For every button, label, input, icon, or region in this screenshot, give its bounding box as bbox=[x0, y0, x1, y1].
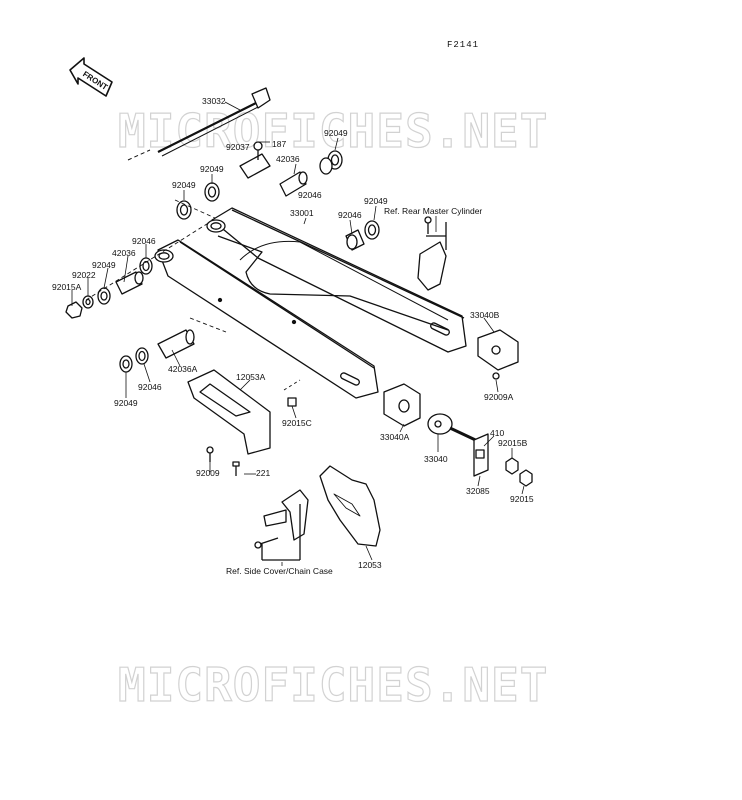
seal-92049-bot bbox=[119, 355, 133, 373]
watermark-top: MICROFICHES.NET bbox=[117, 104, 549, 158]
label-32085: 32085 bbox=[466, 486, 490, 496]
label-92046-top: 92046 bbox=[298, 190, 322, 200]
bushing-92046-mid bbox=[345, 229, 365, 251]
bushing-92046-left bbox=[139, 257, 153, 275]
seal-92049-mid bbox=[364, 220, 380, 240]
chain-guide-12053A bbox=[187, 369, 271, 455]
label-92037: 92037 bbox=[226, 142, 250, 152]
nut-92015B bbox=[505, 457, 519, 475]
chain-case-12053 bbox=[319, 465, 381, 547]
adjuster-block-33040B bbox=[477, 329, 519, 371]
label-33032: 33032 bbox=[202, 96, 226, 106]
label-92049-top: 92049 bbox=[324, 128, 348, 138]
label-92049-bot: 92049 bbox=[114, 398, 138, 408]
label-410: 410 bbox=[490, 428, 505, 438]
label-92015: 92015 bbox=[510, 494, 534, 504]
label-12053: 12053 bbox=[358, 560, 382, 570]
label-92046-bot: 92046 bbox=[138, 382, 162, 392]
label-187: 187 bbox=[272, 139, 287, 149]
label-33040B: 33040B bbox=[470, 310, 500, 320]
seal-92049-a bbox=[204, 182, 220, 202]
bushing-92046-top bbox=[319, 157, 333, 175]
label-92049-mid: 92049 bbox=[364, 196, 388, 206]
label-42036-top: 42036 bbox=[276, 154, 300, 164]
axle-33032 bbox=[127, 87, 271, 161]
washer-92022 bbox=[82, 295, 94, 309]
label-ref-side-cover-chain-case: Ref. Side Cover/Chain Case bbox=[226, 566, 333, 576]
label-12053A: 12053A bbox=[236, 372, 266, 382]
label-92022: 92022 bbox=[72, 270, 96, 280]
grease-fitting-92037 bbox=[239, 141, 271, 179]
bracket-ref-rear-master-cylinder bbox=[417, 216, 447, 291]
label-92049-left: 92049 bbox=[92, 260, 116, 270]
screw-221 bbox=[232, 461, 240, 476]
figure-number: F2141 bbox=[447, 40, 480, 50]
collar-42036A bbox=[157, 329, 195, 359]
bushing-92046-bot bbox=[135, 347, 149, 365]
label-92046-left: 92046 bbox=[132, 236, 156, 246]
bolt-92015C bbox=[287, 397, 297, 407]
collar-42036-top bbox=[279, 171, 308, 197]
label-92015B: 92015B bbox=[498, 438, 528, 448]
label-33001: 33001 bbox=[290, 208, 314, 218]
label-92015C: 92015C bbox=[282, 418, 312, 428]
bracket-ref-side-cover-chain-case bbox=[254, 489, 309, 561]
label-221: 221 bbox=[256, 468, 271, 478]
nut-92015A bbox=[65, 301, 83, 319]
label-33040A: 33040A bbox=[380, 432, 410, 442]
label-42036A: 42036A bbox=[168, 364, 198, 374]
adjuster-block-33040A bbox=[383, 383, 421, 427]
front-arrow-icon: FRONT bbox=[69, 57, 113, 97]
seal-92049-b bbox=[176, 200, 192, 220]
label-92009A: 92009A bbox=[484, 392, 514, 402]
label-33040: 33040 bbox=[424, 454, 448, 464]
seal-92049-left bbox=[97, 287, 111, 305]
label-92049-a: 92049 bbox=[200, 164, 224, 174]
label-42036-left: 42036 bbox=[112, 248, 136, 258]
block-32085 bbox=[473, 433, 489, 477]
watermark-bottom: MICROFICHES.NET bbox=[117, 658, 549, 712]
label-92015A: 92015A bbox=[52, 282, 82, 292]
label-92049-b: 92049 bbox=[172, 180, 196, 190]
label-92009: 92009 bbox=[196, 468, 220, 478]
label-ref-rear-master-cylinder: Ref. Rear Master Cylinder bbox=[384, 206, 483, 216]
nut-92015 bbox=[519, 469, 533, 487]
swingarm-33001 bbox=[154, 207, 467, 399]
bolt-92009A bbox=[492, 372, 500, 380]
bolt-92009 bbox=[206, 446, 214, 462]
collar-42036-left bbox=[115, 271, 144, 295]
label-92046-mid: 92046 bbox=[338, 210, 362, 220]
